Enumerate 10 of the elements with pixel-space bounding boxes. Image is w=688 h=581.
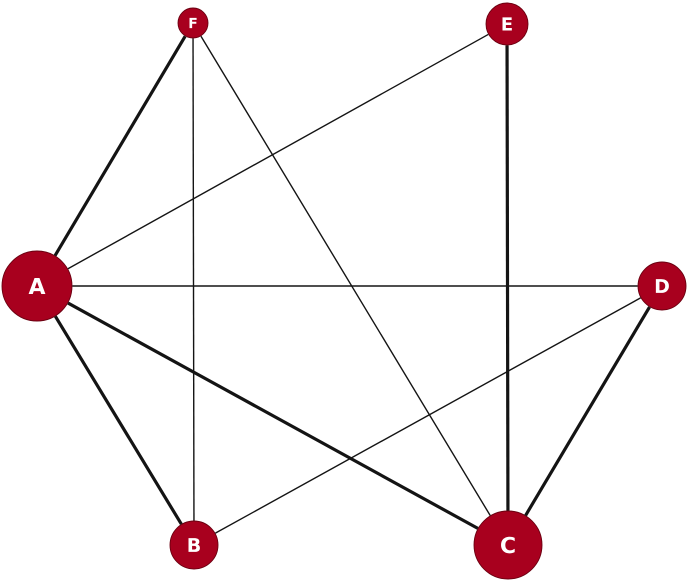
connector-line [68,34,489,270]
connector-line [200,36,491,516]
connector-line [505,45,510,511]
connector-line [54,316,183,525]
connector-line [54,35,186,256]
connector-line [215,297,641,534]
connector-line [72,285,638,287]
connector-line [524,306,651,516]
connector-line [67,302,479,530]
connector-line [192,38,195,521]
